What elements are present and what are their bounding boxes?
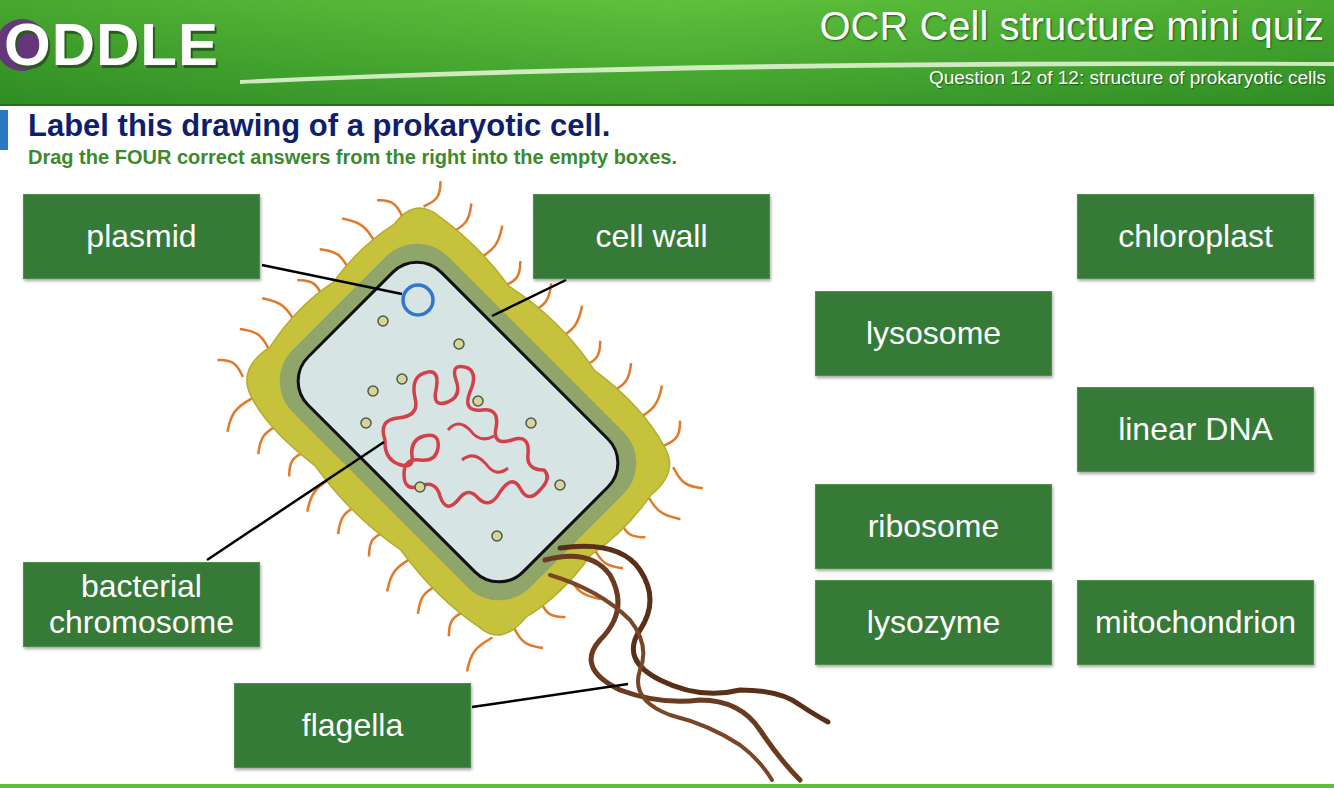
answer-text: chloroplast	[1118, 219, 1273, 255]
ribosomes	[361, 316, 565, 541]
answer-box: mitochondrion	[1077, 580, 1314, 665]
pilus	[663, 421, 680, 446]
pilus	[673, 467, 703, 488]
plasmid-ring	[403, 285, 433, 315]
flagellum	[545, 546, 828, 780]
pilus	[240, 329, 270, 350]
question-number: Question 12 of 12: structure of prokaryo…	[929, 67, 1326, 89]
pilus	[342, 218, 376, 243]
answer-box: bacterial chromosome	[23, 562, 260, 647]
answer-text: ribosome	[868, 509, 1000, 545]
answer-text: bacterial chromosome	[32, 569, 251, 641]
answer-box: lysosome	[815, 291, 1052, 376]
answer-box: ribosome	[815, 484, 1052, 569]
answer-text: lysosome	[866, 316, 1001, 352]
pilus	[227, 398, 252, 432]
question-heading: Label this drawing of a prokaryotic cell…	[28, 108, 610, 144]
logo-text: ODDLE	[4, 10, 219, 79]
answer-box: plasmid	[23, 194, 260, 279]
answer-text: flagella	[302, 708, 403, 744]
quiz-title: OCR Cell structure mini quiz	[819, 4, 1324, 49]
pilus	[647, 494, 681, 519]
pilus	[387, 558, 412, 592]
pilus	[217, 360, 242, 377]
leader-lines	[207, 265, 628, 707]
chromosome-inner-fold	[448, 424, 508, 472]
answer-box: linear DNA	[1077, 387, 1314, 472]
pilus	[377, 200, 402, 217]
answer-box: flagella	[234, 683, 471, 768]
bacterial-chromosome	[383, 367, 547, 507]
pilus	[424, 181, 441, 206]
answer-text: cell wall	[595, 219, 707, 255]
answer-box: lysozyme	[815, 580, 1052, 665]
answer-text: mitochondrion	[1095, 605, 1296, 641]
answer-box: cell wall	[533, 194, 770, 279]
answer-text: lysozyme	[867, 605, 1000, 641]
footer-line	[0, 784, 1334, 788]
answer-text: plasmid	[86, 219, 196, 255]
pilus	[513, 627, 543, 648]
answer-box: chloroplast	[1077, 194, 1314, 279]
pilus	[467, 637, 492, 671]
header-bar	[0, 0, 1334, 105]
side-tab	[0, 110, 8, 150]
answer-text: linear DNA	[1118, 412, 1273, 448]
instruction-text: Drag the FOUR correct answers from the r…	[28, 146, 677, 169]
